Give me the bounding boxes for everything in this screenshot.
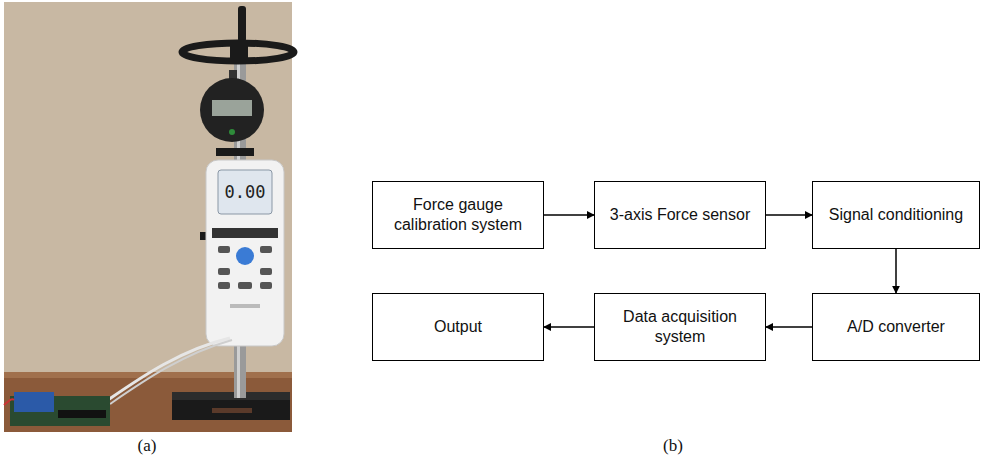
daq-module (14, 392, 54, 412)
indicator-clamp (216, 148, 254, 156)
table (4, 372, 292, 432)
flow-arrow (766, 214, 812, 216)
box-text: A/D converter (847, 317, 945, 337)
gauge-key (218, 268, 230, 275)
gauge-screen (218, 170, 272, 214)
process-box: A/D converter (812, 293, 980, 361)
gauge-band (212, 228, 278, 238)
process-box: Signal conditioning (812, 181, 980, 249)
gauge-key (260, 268, 272, 275)
stand-base (172, 398, 290, 420)
gauge-key (218, 282, 230, 289)
dial-button (229, 129, 235, 135)
gauge-key (260, 246, 272, 253)
stand-base-top (172, 392, 290, 400)
dial-indicator (200, 78, 264, 142)
handwheel (182, 43, 294, 61)
box-text: 3-axis Force sensor (610, 205, 751, 225)
box-text: Force gauge calibration system (381, 195, 535, 235)
flow-arrow (544, 326, 594, 328)
flow-arrow (766, 326, 812, 328)
force-gauge (206, 160, 284, 346)
header-pins (58, 410, 106, 418)
gauge-reading: 0.00 (225, 182, 266, 202)
panel-label: (b) (663, 436, 683, 456)
box-text: Output (434, 317, 482, 337)
base-logo (212, 408, 252, 413)
wheel-hub (230, 46, 248, 60)
box-text: Signal conditioning (829, 205, 963, 225)
gauge-key (218, 246, 230, 253)
wire (4, 399, 14, 405)
dial-display (212, 100, 252, 116)
gauge-key (260, 282, 272, 289)
sensor-cable (110, 340, 232, 404)
panel-label: (a) (138, 436, 157, 456)
process-box: 3-axis Force sensor (594, 181, 766, 249)
flow-arrow (895, 249, 897, 293)
process-box: Data acquisition system (594, 293, 766, 361)
process-box: Output (372, 293, 544, 361)
flow-arrow (544, 214, 594, 216)
gauge-label (230, 304, 260, 308)
process-box: Force gauge calibration system (372, 181, 544, 249)
handle (238, 6, 246, 42)
wall (4, 2, 292, 432)
gauge-button (236, 247, 254, 265)
box-text: Data acquisition system (603, 307, 757, 347)
gauge-key (238, 282, 252, 289)
